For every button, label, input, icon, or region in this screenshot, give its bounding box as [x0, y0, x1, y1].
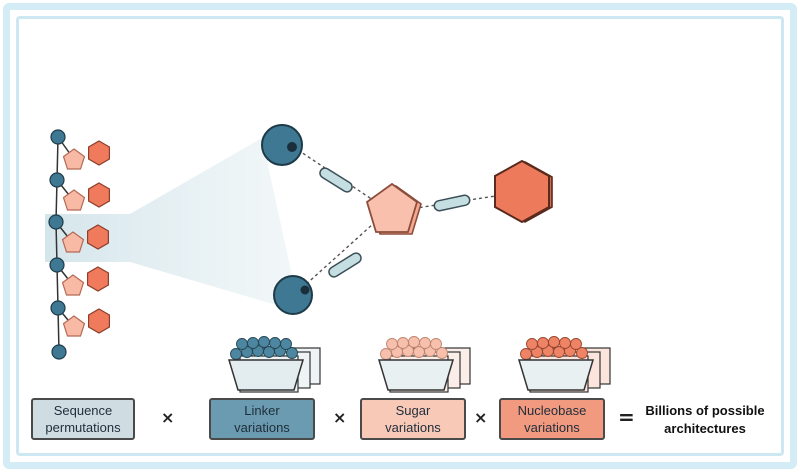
sugar-label-line1: Sugar	[395, 403, 431, 418]
sugar-tray	[377, 336, 471, 393]
times-symbol: ×	[161, 408, 175, 427]
sugar-label-line2: variations	[385, 420, 441, 435]
linker-cylinder-icon	[319, 167, 353, 193]
equals-symbol: =	[618, 405, 635, 429]
nucleobase-tray	[517, 336, 611, 393]
nucleobase-label-line1: Nucleobase	[517, 403, 587, 418]
decorative-frame-outer	[3, 3, 797, 469]
sequence-permutations-box: Sequence permutations	[31, 398, 135, 440]
phosphate-sphere-icon	[48, 214, 64, 230]
nucleobase-hexagon-icon	[494, 159, 553, 224]
sugar-pentagon-icon	[365, 182, 422, 235]
tray-icon	[517, 336, 611, 393]
sugar-variations-box: Sugar variations	[360, 398, 466, 440]
sequence-label-line1: Sequence	[53, 403, 113, 418]
times-symbol: ×	[333, 408, 347, 427]
phosphate-sphere-icon	[51, 344, 67, 360]
linker-tray	[227, 336, 321, 393]
linker-cylinder-icon	[328, 252, 362, 278]
zoomed-monomer	[261, 124, 553, 315]
phosphate-sphere-icon	[261, 124, 303, 166]
phosphate-sphere-icon	[49, 257, 65, 273]
phosphate-sphere-icon	[273, 275, 313, 315]
nucleobase-hexagon-icon	[86, 224, 110, 250]
result-line2: architectures	[664, 421, 746, 436]
times-symbol: ×	[474, 408, 488, 427]
nucleobase-variations-box: Nucleobase variations	[499, 398, 605, 440]
linker-variations-box: Linker variations	[209, 398, 315, 440]
sugar-pentagon-icon	[61, 274, 85, 296]
oligonucleotide-strand	[48, 129, 111, 360]
tray-icon	[227, 336, 321, 393]
phosphate-sphere-icon	[50, 129, 66, 145]
phosphate-sphere-icon	[50, 300, 66, 316]
result-text: Billions of possible architectures	[640, 402, 770, 438]
nucleobase-hexagon-icon	[87, 182, 111, 208]
decorative-frame-inner	[16, 16, 784, 456]
linker-label-line1: Linker	[244, 403, 280, 418]
nucleobase-hexagon-icon	[87, 308, 111, 334]
sugar-pentagon-icon	[62, 148, 86, 170]
zoom-projection	[45, 138, 300, 312]
linker-label-line2: variations	[234, 420, 290, 435]
tray-icon	[377, 336, 471, 393]
sequence-label-line2: permutations	[45, 420, 121, 435]
nucleobase-label-line2: variations	[524, 420, 580, 435]
result-line1: Billions of possible	[645, 403, 765, 418]
nucleobase-hexagon-icon	[87, 140, 111, 166]
phosphate-sphere-icon	[49, 172, 65, 188]
linker-cylinder-icon	[433, 194, 471, 212]
nucleobase-hexagon-icon	[86, 266, 110, 292]
